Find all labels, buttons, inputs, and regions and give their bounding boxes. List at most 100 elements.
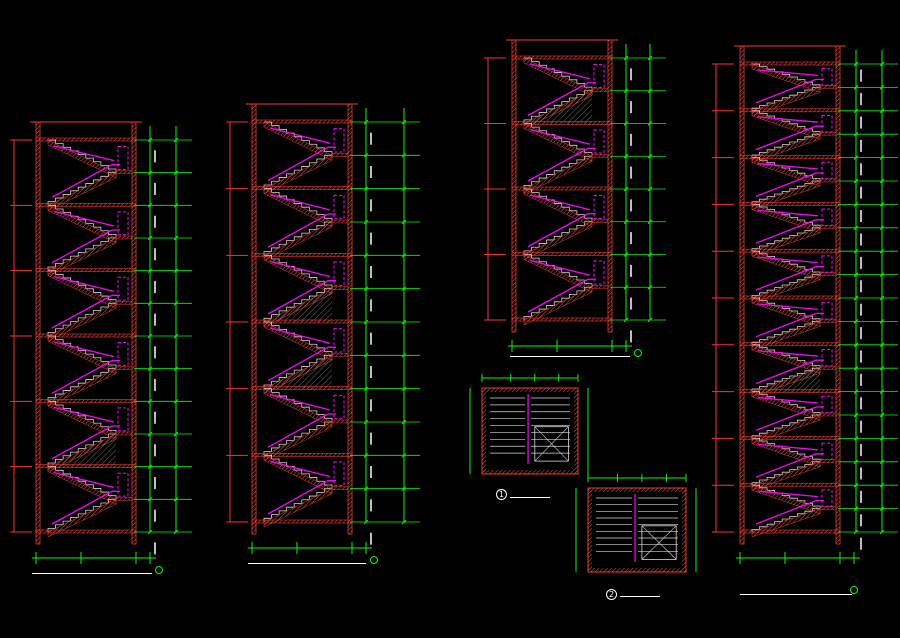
dimension-text: [860, 256, 862, 269]
dimension-text: [154, 313, 156, 326]
handrail: [53, 406, 115, 423]
plan-lift-cross: [534, 426, 569, 462]
dimension-arrow: [623, 186, 629, 192]
dimension-arrow: [363, 419, 369, 425]
dimension-arrow: [879, 61, 885, 67]
stair-soffit: [263, 454, 333, 495]
dimension-text: [370, 199, 372, 212]
section-marker-icon: [155, 566, 163, 574]
landing-slab: [819, 178, 837, 183]
dimension-arrow: [401, 519, 407, 525]
handrail: [757, 162, 819, 170]
dimension-arrow: [853, 131, 859, 137]
floor-slab: [739, 295, 841, 300]
landing-slab: [591, 285, 609, 289]
door-opening: [821, 208, 833, 226]
dimension-arrow: [147, 496, 153, 502]
stair-soffit: [751, 484, 821, 514]
dimension-arrow: [363, 519, 369, 525]
dimension-text: [630, 199, 632, 212]
plan-wall: [482, 388, 578, 392]
dimension-text: [630, 133, 632, 146]
landing-slab: [819, 412, 837, 417]
handrail: [53, 276, 115, 292]
handrail: [757, 303, 819, 311]
floor-slab: [251, 386, 353, 390]
stair-flight: [264, 388, 333, 422]
door-opening: [821, 114, 833, 133]
wall-left: [739, 45, 745, 545]
door-opening: [821, 161, 833, 180]
door-opening: [593, 64, 605, 88]
stair-flight: [48, 204, 117, 238]
dimension-text: [154, 215, 156, 228]
plan-lift-cross: [641, 525, 677, 560]
plan-wall: [482, 388, 486, 474]
handrail: [757, 116, 819, 123]
stair-soffit: [751, 297, 821, 327]
plan-wall: [588, 568, 686, 572]
dimension-arrow: [879, 506, 885, 511]
stair-flight: [752, 157, 821, 181]
dimension-arrow: [173, 366, 179, 372]
floor-slab: [251, 186, 353, 190]
dimension-text: [860, 350, 862, 363]
plan-wall: [588, 488, 592, 572]
stair-flight: [48, 466, 117, 500]
landing-slab: [115, 301, 133, 305]
floor-slab: [35, 203, 137, 207]
stair-flight: [752, 391, 821, 415]
landing-slab: [115, 235, 133, 240]
section-fill: [48, 434, 116, 467]
floor-slab: [35, 333, 137, 338]
door-opening: [333, 194, 345, 220]
floor-slab: [251, 453, 353, 457]
dimension-text: [370, 432, 372, 445]
stair-flight: [751, 461, 820, 486]
stair-soffit: [523, 254, 593, 293]
dimension-arrow: [853, 202, 859, 207]
dimension-arrow: [363, 452, 369, 458]
dimension-text: [860, 303, 862, 316]
stair-flight: [524, 188, 593, 222]
stair-section-b: [226, 103, 420, 554]
dimension-text: [630, 68, 632, 81]
dimension-arrow: [853, 85, 859, 90]
dimension-arrow: [363, 386, 369, 392]
handrail: [269, 194, 331, 211]
stair-flight: [47, 237, 116, 271]
dimension-arrow: [879, 131, 885, 137]
floor-slab: [739, 202, 841, 206]
stair-flight: [264, 454, 333, 489]
stair-flight: [263, 288, 332, 322]
section-fill: [264, 355, 332, 389]
stair-soffit: [751, 204, 821, 234]
dimension-arrow: [879, 529, 885, 535]
handrail: [757, 443, 819, 451]
dimension-arrow: [647, 88, 653, 94]
dimension-arrow: [879, 482, 885, 488]
floor-slab: [739, 342, 841, 347]
section-fill: [752, 368, 820, 392]
handrail: [269, 127, 331, 144]
dimension-arrow: [363, 286, 369, 292]
floor-slab: [511, 186, 613, 191]
stair-section-c: [484, 39, 666, 352]
dimension-arrow: [853, 389, 859, 394]
dimension-arrow: [853, 108, 859, 114]
door-opening: [821, 489, 833, 507]
handrail: [53, 472, 115, 488]
dimension-arrow: [623, 317, 629, 323]
dimension-arrow: [401, 419, 407, 425]
handrail: [269, 394, 331, 411]
door-opening: [333, 128, 345, 153]
stair-soffit: [47, 204, 117, 244]
handrail: [529, 194, 591, 211]
floor-slab: [511, 317, 613, 322]
door-opening: [333, 461, 345, 486]
stair-flight: [752, 437, 821, 462]
stair-soffit: [523, 123, 593, 162]
dimension-text: [154, 444, 156, 457]
wall-right: [607, 39, 613, 333]
handrail: [755, 219, 824, 244]
